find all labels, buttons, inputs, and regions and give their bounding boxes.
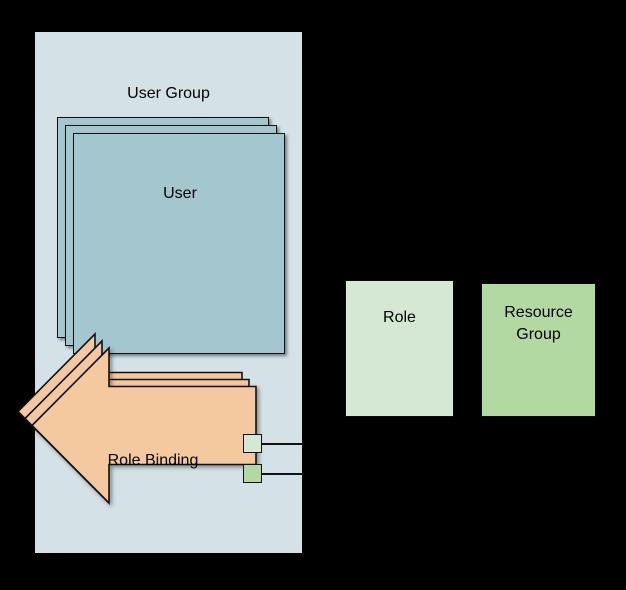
connector-role-binding-to-resource-group xyxy=(260,473,304,475)
connector-role-binding-to-role xyxy=(260,443,304,445)
resource-group-label: Resource Group xyxy=(482,302,595,346)
role-binding-label: Role Binding xyxy=(107,452,199,469)
role-reference-chip[interactable] xyxy=(243,434,262,453)
resource-group-label-line2: Group xyxy=(516,326,561,343)
user-group-container[interactable]: User Group User xyxy=(35,32,302,553)
role-label: Role xyxy=(383,309,416,326)
user-group-label: User Group xyxy=(127,85,210,102)
resource-group-label-line1: Resource xyxy=(504,304,573,321)
resource-group-box[interactable]: Resource Group xyxy=(481,283,596,417)
user-card-front[interactable]: User xyxy=(73,133,285,354)
resource-group-reference-chip[interactable] xyxy=(243,464,262,483)
role-box[interactable]: Role xyxy=(345,280,454,417)
user-label: User xyxy=(163,185,197,202)
role-binding-arrow-front[interactable] xyxy=(30,346,257,505)
